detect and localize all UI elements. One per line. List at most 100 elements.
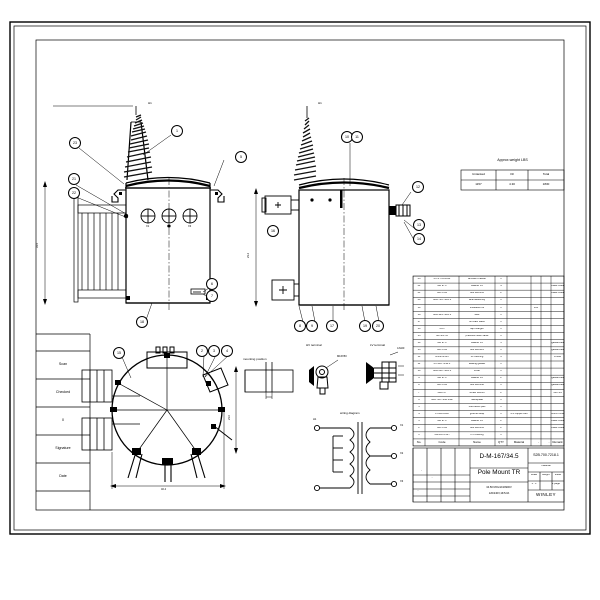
title-value-scale: 1 : 1 xyxy=(531,483,537,485)
bom-row-14-no: 14 xyxy=(417,341,421,344)
bom-row-2-code: GB 5783 xyxy=(436,426,448,429)
bom-row-12-no: 12 xyxy=(417,356,421,359)
bom-row-6-qty: 1 xyxy=(500,398,502,401)
title-main: D-M-167/34.5 xyxy=(479,453,519,460)
balloon-11: 11 xyxy=(351,131,363,143)
balloon-12: 12 xyxy=(412,181,424,193)
bom-row-23-code: GT.4.73.25012 xyxy=(433,278,451,281)
balloon-16: 16 xyxy=(267,225,279,237)
bom-row-20-name: tank assembly xyxy=(468,299,486,302)
bom-row-5-no: 5 xyxy=(418,405,420,408)
bom-row-21-qty: 2 xyxy=(500,292,502,295)
balloon-20: 20 xyxy=(372,320,384,332)
bom-row-4-material: 0.3 copper belt xyxy=(510,412,528,415)
bom-row-13-remark: galvanized xyxy=(551,349,564,352)
title-field-sheet: sheet xyxy=(554,474,562,476)
bom-row-3-no: 3 xyxy=(418,419,420,422)
balloon-18: 18 xyxy=(136,316,148,328)
bom-row-4-code: L=100.0x30 xyxy=(435,412,449,415)
weight-value-oil: 4.30 xyxy=(509,183,515,186)
title-block-grid xyxy=(412,447,565,503)
bom-row-9-qty: 2 xyxy=(500,377,502,380)
bom-row-8-qty: 1 xyxy=(500,384,502,387)
title-col-signature: signature xyxy=(430,476,438,478)
balloon-7: 7 xyxy=(206,290,218,302)
bom-header-no-: No. xyxy=(416,441,422,444)
bom-row-8-no: 8 xyxy=(418,384,420,387)
balloon-19: 19 xyxy=(359,320,371,332)
bom-row-7-name: screw M4x16 xyxy=(469,391,485,394)
bom-row-19-no: 19 xyxy=(417,306,421,309)
bom-row-2-name: bolt M12x35 xyxy=(470,426,484,429)
bom-row-18-code: S2B.184.7218.1 xyxy=(432,313,452,316)
title-row-drawn: Drawn xyxy=(417,476,423,478)
bom-row-16-no: 16 xyxy=(417,327,421,330)
title-row-checked: Checked xyxy=(416,483,424,485)
front-view-geometry xyxy=(43,105,225,321)
dim-plan-vertical: 23.0 xyxy=(228,414,231,420)
balloon-10: 10 xyxy=(341,131,353,143)
balloon-17: 17 xyxy=(326,320,338,332)
balloon-22: 22 xyxy=(68,187,80,199)
bom-row-20-code: S2B.760.7218.1 xyxy=(432,299,452,302)
balloon-5: 5 xyxy=(235,151,247,163)
title-value-sheet: 1 page xyxy=(552,483,560,485)
bom-row-12-qty: 3 xyxy=(500,356,502,359)
bom-row-22-code: GB 97.2 xyxy=(437,285,447,288)
lv-terminal-label: LV terminal xyxy=(370,343,385,347)
bom-header-material: Material xyxy=(513,441,525,444)
lv-bushing-label-x2: X2 xyxy=(167,225,171,228)
bom-row-5-name: hold down pan xyxy=(468,405,486,408)
balloon-2: 2 xyxy=(196,345,208,357)
weight-value-untanked: 1157 xyxy=(475,183,482,186)
bom-row-3-code: GB 97.2 xyxy=(437,419,447,422)
bom-header-total-weight: Total weight xyxy=(541,441,551,443)
bom-header-unit-weight: Unit weight xyxy=(531,441,541,443)
bom-row-14-remark: galvanized xyxy=(551,341,564,344)
lv-thread-label: 4-M20 xyxy=(397,347,405,350)
bom-row-7-no: 7 xyxy=(418,391,420,394)
balloon-21: 21 xyxy=(68,173,80,185)
spec-line-2: 120/240V,167kVA xyxy=(488,492,510,495)
bom-header-remark: Remark xyxy=(552,441,563,444)
bom-row-13-code: GB 5783 xyxy=(436,349,448,352)
bom-row-21-name: bolt M12x35 xyxy=(470,292,484,295)
wiring-label-h1: H1 xyxy=(313,418,317,421)
bom-row-6-no: 6 xyxy=(418,398,420,401)
bom-row-4-name: ground strap xyxy=(469,412,485,415)
bom-row-1-no: 1 xyxy=(418,434,420,437)
bom-row-1-name: HV bushing xyxy=(470,434,484,437)
weight-header-total: Total xyxy=(542,173,550,176)
hv-terminal-label: HV terminal xyxy=(306,343,322,347)
left-label-date: Date xyxy=(59,474,67,478)
drawing-number: S2B.700.7218.1 xyxy=(533,453,559,457)
weight-table-caption: Approx.weight LBS xyxy=(497,158,528,162)
bom-row-13-no: 13 xyxy=(417,349,421,352)
bom-row-10-name: cover xyxy=(473,370,481,373)
title-row-approved: Approved xyxy=(415,489,425,491)
wiring-diagram-label: wiring diagram xyxy=(340,411,360,415)
bom-row-20-no: 20 xyxy=(417,299,421,302)
weight-header-oil: Oil xyxy=(510,173,514,176)
title-row-design: Design xyxy=(417,469,423,471)
title-field-weight: weight xyxy=(542,474,550,476)
title-sub: Pole Mount TR xyxy=(477,469,521,476)
title-field-scale: scale xyxy=(530,474,538,476)
bom-header-code: Code xyxy=(438,441,446,444)
bom-row-2-remark: black oxided xyxy=(551,426,565,429)
bom-row-11-qty: 1 xyxy=(500,363,502,366)
bom-row-6-code: S2B.700.7218.1MP xyxy=(430,398,454,401)
title-field-material: material xyxy=(541,465,551,467)
bom-row-19-uw: 195 xyxy=(533,306,539,309)
bom-row-17-no: 17 xyxy=(417,320,421,323)
bom-row-2-qty: 2 xyxy=(500,426,502,429)
balloon-15: 15 xyxy=(113,347,125,359)
bom-row-18-name: tank xyxy=(474,313,480,316)
bom-row-7-remark: 316 SS xyxy=(553,391,562,394)
bom-row-10-qty: 1 xyxy=(500,370,502,373)
bom-row-15-no: 15 xyxy=(417,334,421,337)
bom-row-13-name: bolt M12x25 xyxy=(470,349,484,352)
bom-row-9-remark: galvanized xyxy=(551,377,564,380)
bom-row-9-code: GB 97.2 xyxy=(437,377,447,380)
title-col-date: date xyxy=(446,476,450,478)
